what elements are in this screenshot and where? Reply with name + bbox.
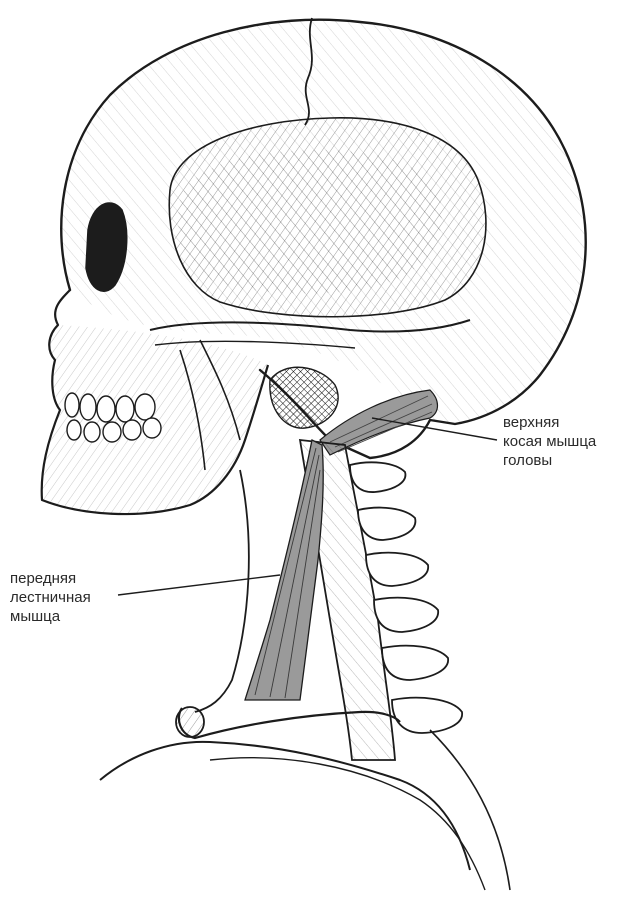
skull-base-shadow — [270, 367, 338, 428]
label-line: верхняя — [503, 413, 596, 432]
leader-line-anterior-scalene — [118, 575, 280, 595]
label-anterior-scalene: передняя лестничная мышца — [10, 569, 91, 626]
label-line: головы — [503, 451, 596, 470]
neck-front-outline — [195, 470, 249, 712]
label-line: лестничная — [10, 588, 91, 607]
clavicle-head — [176, 707, 204, 737]
shoulder-outline — [100, 742, 470, 870]
label-line: мышца — [10, 607, 91, 626]
label-line: передняя — [10, 569, 91, 588]
label-superior-oblique: верхняя косая мышца головы — [503, 413, 596, 470]
label-line: косая мышца — [503, 432, 596, 451]
upper-rib-outline — [210, 758, 485, 890]
temporal-fossa-crosshatch — [178, 150, 442, 294]
anterior-scalene-muscle — [245, 440, 323, 700]
